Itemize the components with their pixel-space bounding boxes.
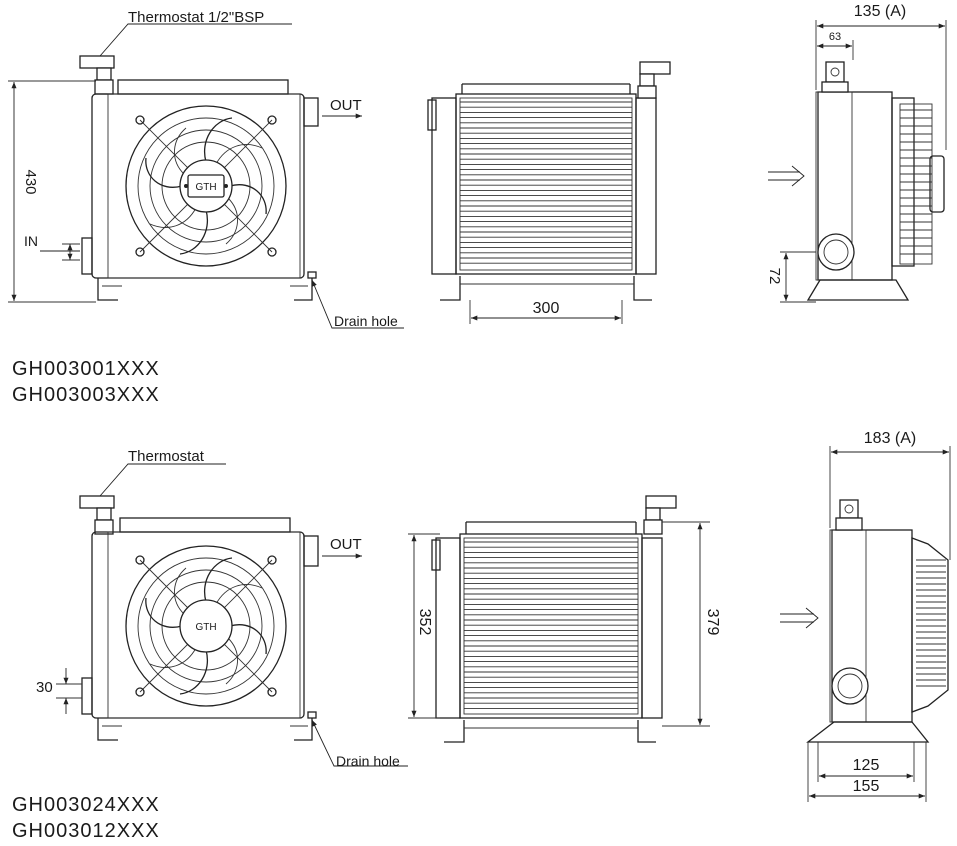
thermostat-icon bbox=[637, 61, 671, 99]
fan-icon bbox=[125, 105, 287, 267]
top-front-view: GTH bbox=[8, 23, 404, 329]
thermostat-label: Thermostat 1/2"BSP bbox=[128, 9, 264, 26]
foot-inner-dim-label: 125 bbox=[853, 757, 880, 774]
cooling-core bbox=[455, 93, 637, 275]
bottom-front-view: GTH bbox=[56, 463, 408, 767]
model-number: GH003001XXX bbox=[12, 358, 160, 380]
depth-dim-label: 183 (A) bbox=[864, 430, 916, 447]
drain-label: Drain hole bbox=[336, 753, 400, 769]
fan-guard-pattern bbox=[900, 109, 932, 255]
out-label: OUT bbox=[330, 536, 362, 553]
thermostat-leader bbox=[99, 463, 226, 497]
bottom-side-view bbox=[780, 446, 951, 802]
fan-guard-pattern bbox=[916, 559, 946, 687]
in-label: IN bbox=[24, 233, 38, 249]
depth-dim-label: 135 (A) bbox=[854, 3, 906, 20]
core-height-dim-label: 352 bbox=[416, 609, 433, 636]
width-dim-label: 300 bbox=[533, 300, 560, 317]
model-number: GH003003XXX bbox=[12, 384, 160, 406]
fan-icon bbox=[125, 545, 287, 707]
offset-dim-label: 63 bbox=[829, 31, 841, 43]
thermostat-icon bbox=[79, 495, 115, 535]
port-height-dim-label: 72 bbox=[766, 268, 783, 285]
overall-height-dim-label: 379 bbox=[704, 609, 721, 636]
fin-pattern bbox=[464, 541, 638, 709]
thermostat-leader bbox=[99, 23, 292, 57]
foot-outer-dim-label: 155 bbox=[853, 778, 880, 795]
fan-badge: GTH bbox=[195, 622, 216, 633]
out-label: OUT bbox=[330, 97, 362, 114]
bottom-core-view bbox=[408, 495, 710, 743]
port-offset-dim-label: 30 bbox=[36, 679, 53, 696]
fan-badge: GTH bbox=[195, 182, 216, 193]
top-core-view bbox=[427, 61, 671, 324]
cooling-core bbox=[459, 533, 643, 719]
model-number: GH003024XXX bbox=[12, 794, 160, 816]
height-dim-label: 430 bbox=[22, 169, 39, 194]
thermostat-label: Thermostat bbox=[128, 448, 205, 465]
model-number: GH003012XXX bbox=[12, 820, 160, 842]
thermostat-icon bbox=[643, 495, 677, 535]
fin-pattern bbox=[460, 101, 632, 264]
top-side-view bbox=[768, 20, 947, 303]
thermostat-icon bbox=[79, 55, 115, 95]
drain-label: Drain hole bbox=[334, 313, 398, 329]
